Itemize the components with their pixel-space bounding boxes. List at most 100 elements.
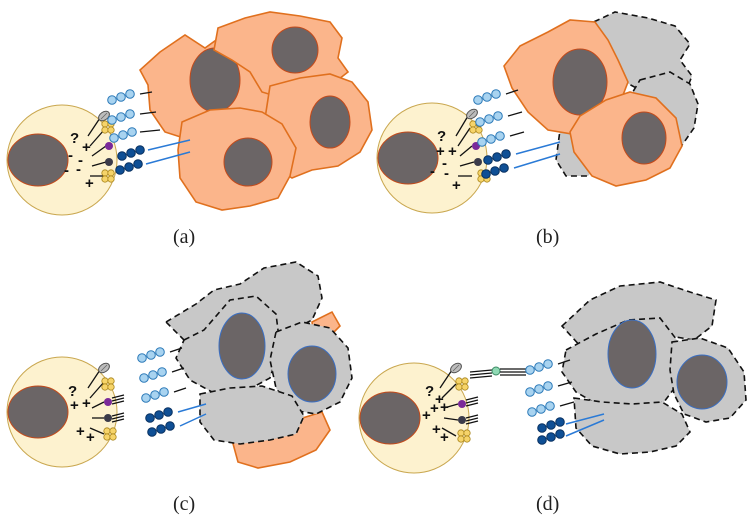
connector-line: [91, 401, 105, 409]
panel-b: ? + + - - - + (b): [376, 11, 699, 248]
ligand-bead: [155, 347, 165, 357]
receptor-bead: [101, 169, 109, 177]
connector-line: [87, 369, 101, 389]
connector-line: [505, 89, 519, 95]
ligand-bead: [116, 92, 126, 102]
connector-line: [465, 417, 479, 422]
stripe: [468, 110, 476, 118]
receptor-bead: [455, 383, 463, 391]
panel-a: ? + - - - - + (a): [6, 11, 373, 248]
dead-cells: [164, 261, 353, 445]
receptor-ligand-bundle: [87, 347, 207, 441]
ligand-bead: [157, 367, 167, 377]
connector-line: [441, 427, 457, 437]
ligand-bead: [150, 390, 160, 400]
ligand-bead: [537, 423, 547, 433]
sign: -: [442, 155, 447, 172]
ligand-bead: [546, 420, 556, 430]
connector-line: [139, 129, 161, 133]
ligand-bead: [491, 89, 501, 99]
receptor-bead: [101, 377, 109, 385]
ligand-bead: [525, 365, 535, 375]
connector-line: [443, 417, 459, 421]
ligand-bead: [545, 401, 555, 411]
nucleus: [676, 354, 728, 410]
connector-line: [459, 161, 475, 167]
ligand-bead: [493, 111, 503, 121]
receptor-signs: ? + - - - - +: [64, 130, 94, 192]
immune-cell-nucleus: [359, 391, 421, 445]
ligand-bead: [475, 117, 485, 127]
sign: +: [82, 395, 91, 412]
connector-line: [465, 399, 479, 404]
connector-line: [173, 387, 187, 393]
sign: -: [64, 162, 69, 179]
nucleus: [287, 345, 337, 403]
nucleus: [607, 319, 657, 389]
ligand-bead: [115, 165, 125, 175]
connector-line: [89, 129, 105, 147]
connector-line: [91, 161, 107, 167]
connector-line: [507, 111, 523, 117]
receptor-bead: [107, 175, 115, 183]
ligand-bead: [499, 163, 509, 173]
receptor-ligand-bundle: [439, 359, 605, 445]
receptor-dot: [104, 414, 112, 422]
connector-line: [455, 115, 469, 137]
sign: +: [422, 407, 431, 424]
receptor-bead: [461, 377, 469, 385]
ligand-bead: [543, 359, 553, 369]
nucleus: [218, 312, 266, 380]
ligand-bead: [490, 166, 500, 176]
panel-label: (b): [536, 226, 559, 248]
immune-cell: ? + + - - - +: [376, 102, 488, 214]
nucleus: [271, 26, 319, 74]
ligand-bead: [139, 373, 149, 383]
connector-line: [559, 401, 575, 407]
receptor-ligand-bundle: [87, 89, 191, 183]
panel-d: ? + + + + + + (d): [358, 281, 747, 515]
receptor-bead: [475, 126, 483, 134]
connector-line: [465, 420, 479, 425]
ligand-bead: [107, 115, 117, 125]
connector-line: [439, 369, 453, 389]
panel-label: (d): [536, 493, 559, 515]
nucleus: [309, 95, 351, 149]
ligand-bead: [527, 407, 537, 417]
connector-line: [469, 369, 493, 373]
ligand-bead: [495, 131, 505, 141]
receptor-bead: [107, 126, 115, 134]
ligand-bead: [555, 417, 565, 427]
ligand-bead: [137, 353, 147, 363]
receptor-bead: [107, 169, 115, 177]
ligand-bead: [141, 393, 151, 403]
connector-line: [111, 412, 125, 417]
ligand-bead: [154, 410, 164, 420]
connector-line: [145, 151, 191, 165]
sign: -: [430, 163, 435, 180]
receptor-bead: [107, 383, 115, 391]
ligand-bead: [125, 109, 135, 119]
connector-line: [139, 111, 157, 115]
ligand-bead: [133, 159, 143, 169]
connector-line: [111, 394, 125, 399]
receptor-bead: [103, 433, 111, 441]
connector-line: [89, 427, 105, 435]
connector-line: [469, 372, 493, 376]
connector-line: [111, 418, 125, 423]
ligand-bead: [536, 404, 546, 414]
ligand-bead: [534, 362, 544, 372]
connector-line: [91, 145, 107, 157]
ligand-bead: [118, 130, 128, 140]
connector-line: [513, 153, 561, 169]
ligand-bead: [534, 384, 544, 394]
connector-line: [139, 91, 153, 95]
panel-label: (c): [173, 493, 195, 515]
ligand-bead: [135, 145, 145, 155]
receptor-bead: [109, 427, 117, 435]
ligand-bead: [481, 169, 491, 179]
connector-line: [565, 413, 605, 425]
immune-cell-nucleus: [377, 131, 439, 185]
connector-line: [169, 347, 183, 353]
